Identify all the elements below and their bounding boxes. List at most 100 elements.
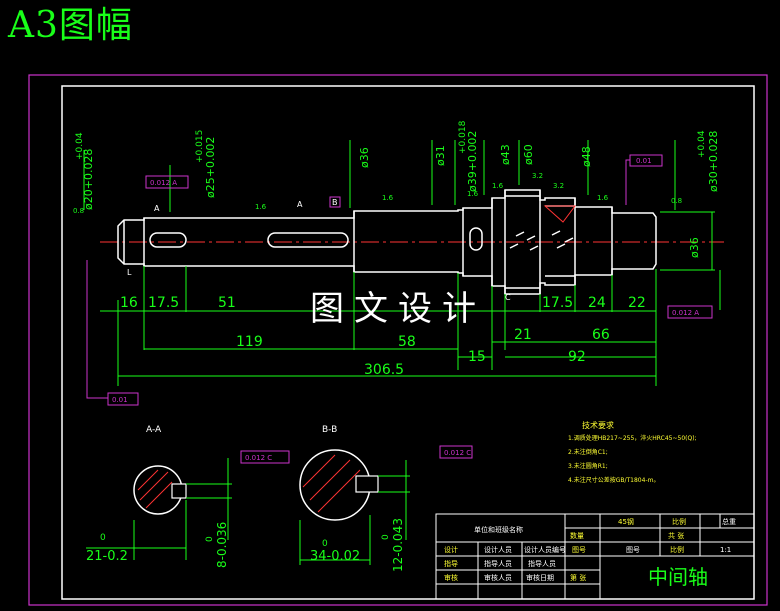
gdt-6: 0.012 C [444,449,471,457]
len-17-5b: 17.5 [542,295,573,311]
section-aa [86,458,232,560]
inner-border [61,85,755,600]
dim-d20-tol: +0.04 [75,132,85,160]
section-bb-label: B-B [322,425,337,435]
diameter-labels: ø20+0.028 +0.04 ø25+0.002 +0.015 ø36 ø31… [75,120,720,258]
tb-total-weight: 总重 [722,517,736,526]
dim-d43: ø43 [499,144,512,165]
gear-tooth-hatch [543,205,576,223]
gdt-5: 0.012 C [245,454,272,462]
dim-d48: ø48 [580,146,593,167]
tech-line-3: 3.未注圆角R1; [568,462,608,470]
datum-box-l: L [127,268,132,277]
gdt-2: 0.01 [636,157,652,165]
tb-sheet-label: 共 张 [668,531,684,540]
section-bb-keyway [355,475,379,493]
len-24: 24 [588,295,606,311]
outer-border [28,74,768,606]
tb-qty-label: 数量 [570,531,584,540]
tb-designer-id: 设计人员编号 [524,545,566,554]
ra-1: 0.8 [73,207,84,215]
ra-2: 1.6 [255,203,267,211]
datum-c: C [505,293,511,302]
len-17-5a: 17.5 [148,295,179,311]
tech-heading: 技术要求 [582,420,614,430]
roughness-labels: 0.8 1.6 1.6 1.6 1.6 3.2 3.2 1.6 0.8 [73,172,682,215]
section-aa-depth: 8-0.036 [215,522,229,568]
datum-a-mid: A [297,200,303,209]
section-aa-width: 21-0.2 [86,549,128,564]
tb-guide-label: 指导 [444,559,458,568]
tb-part-name: 中间轴 [648,565,708,589]
section-aa-width-top: 0 [100,533,106,543]
dim-d25: ø25+0.002 [204,137,217,198]
ra-6: 3.2 [532,172,543,180]
ra-9: 0.8 [671,197,682,205]
tb-scale-hdr: 比例 [672,517,686,526]
len-21: 21 [514,327,532,343]
tech-line-2: 2.未注倒角C1; [568,448,608,456]
dim-d60: ø60 [522,144,535,165]
dim-d39-tol: +0.018 [458,120,468,154]
datum-a-left: A [154,204,160,213]
ra-7: 3.2 [553,182,564,190]
gdt-3: 0.012 A [672,309,699,317]
ra-4: 1.6 [467,190,479,198]
datum-b: B [332,198,338,207]
len-92: 92 [568,349,586,365]
tb-ratio-label: 比例 [670,545,684,554]
tb-checker: 审核人员 [484,573,512,582]
dim-d39: ø39+0.002 [466,131,479,192]
len-15: 15 [468,349,486,365]
tolerance-frame-labels: 0.012 A 0.01 0.012 A 0.01 0.012 C 0.012 … [112,157,699,462]
dim-d36-left: ø36 [358,147,371,168]
section-bb-hatch [309,459,351,501]
len-22: 22 [628,295,646,311]
ra-3: 1.6 [382,194,394,202]
ra-8: 1.6 [597,194,609,202]
datum-labels: A A B C L [127,198,511,302]
section-aa-keyway [171,483,187,499]
tb-guide: 指导人员 [484,559,512,568]
tech-line-4: 4.未注尺寸公差按GB/T1804-m。 [568,476,659,484]
section-aa-label: A-A [146,425,162,435]
len-306-5: 306.5 [364,362,404,378]
len-51: 51 [218,295,236,311]
tech-line-1: 1.调质处理HB217~255，淬火HRC45~50(Q); [568,434,697,442]
section-bb-depth: 12-0.043 [391,518,405,572]
tolerance-frames [86,154,713,464]
sheet-title: A3图幅 [8,5,133,46]
length-labels: 16 17.5 51 17.5 24 22 119 58 21 66 15 92… [120,295,646,378]
gdt-4: 0.01 [112,396,128,404]
tb-check-date: 审核日期 [526,573,554,582]
dimension-lines [83,140,721,386]
title-block-grid [435,513,755,600]
tb-ratio: 1:1 [720,546,731,554]
tb-design-label: 设计 [444,545,458,554]
tb-check-label: 审核 [444,573,458,582]
tb-drawno: 图号 [626,546,640,554]
section-aa-depth-top: 0 [205,536,215,542]
title-block-text: 单位和班级名称 45钢 比例 总重 数量 共 张 设计 设计人员 设计人员编号 … [444,517,736,589]
section-bb-width: 34-0.02 [310,549,360,564]
dim-d36-right: ø36 [688,237,701,258]
dim-d30: ø30+0.028 [707,131,720,192]
tb-designer: 设计人员 [484,545,512,554]
tb-sheet2-label: 第 张 [570,573,586,582]
len-119: 119 [236,334,263,350]
tb-material: 45钢 [618,517,634,526]
dim-d30-tol: +0.04 [697,130,707,158]
section-bb [299,449,410,565]
watermark: 图文设计 [310,289,486,329]
tb-guide-id: 指导人员 [528,559,556,568]
tech-requirements: 技术要求 1.调质处理HB217~255，淬火HRC45~50(Q); 2.未注… [568,420,697,484]
tb-company: 单位和班级名称 [474,525,523,534]
section-aa-hatch [139,471,169,501]
dim-d20: ø20+0.028 [82,149,95,210]
dim-d25-tol: +0.015 [195,130,205,163]
dim-d31: ø31 [434,145,447,166]
section-bb-depth-top: 0 [381,534,391,540]
tb-drawno-label: 图号 [572,546,586,554]
ra-5: 1.6 [492,182,504,190]
